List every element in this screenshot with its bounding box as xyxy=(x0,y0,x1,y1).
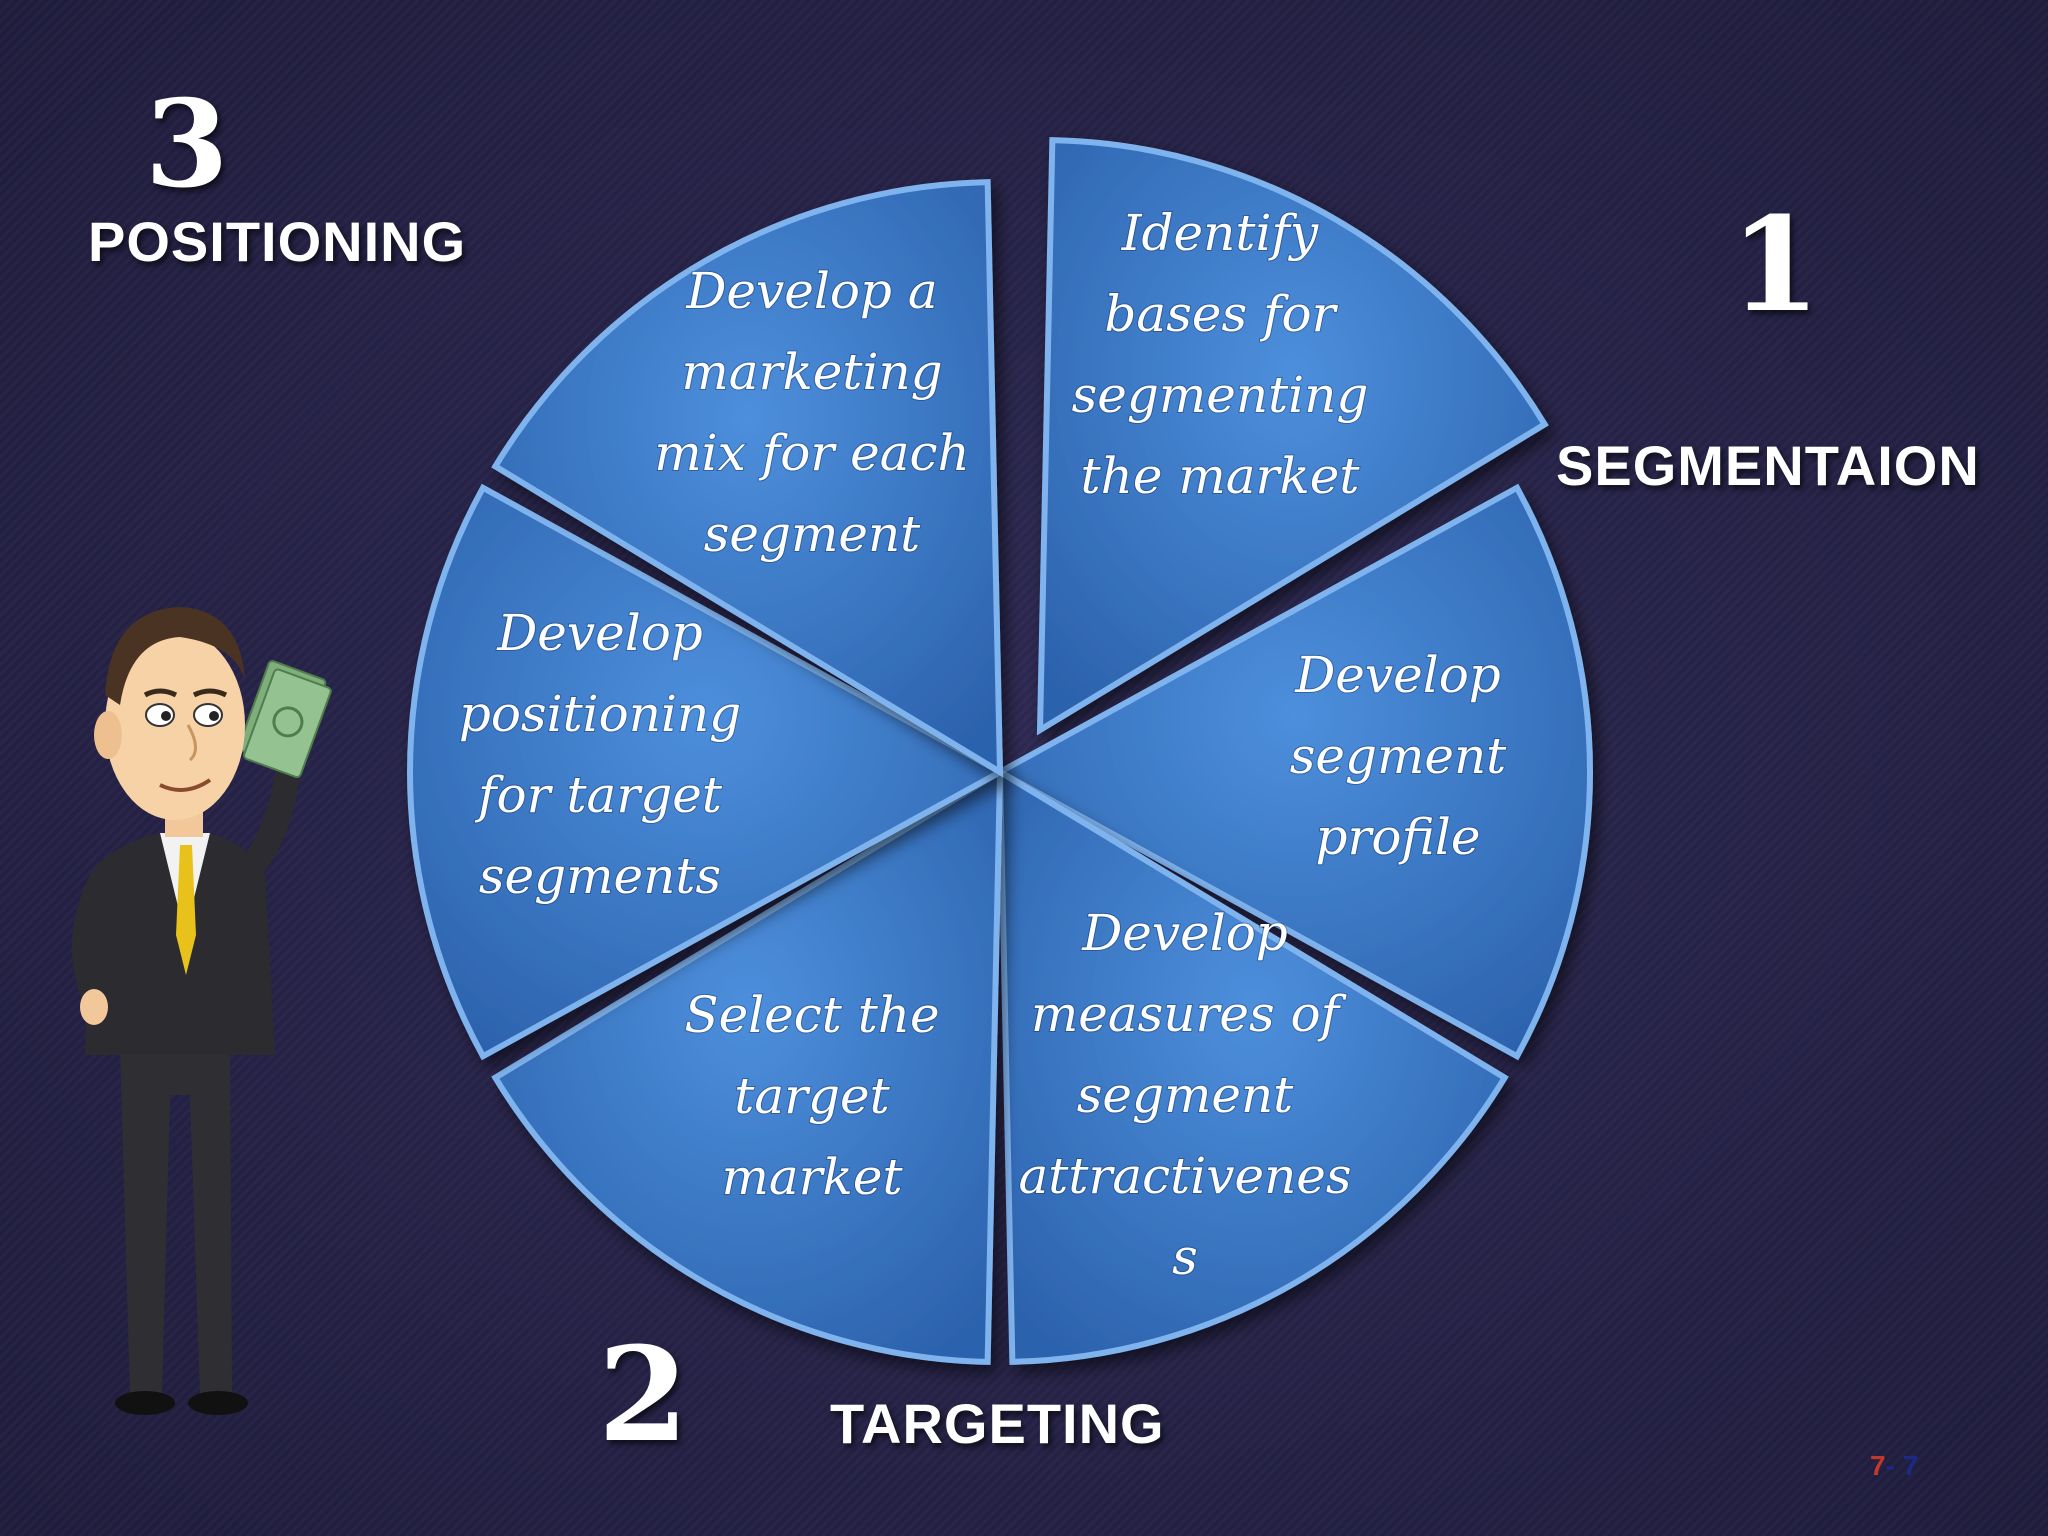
slice-text-line: for target xyxy=(474,766,723,824)
slice-text-line: Develop xyxy=(1294,646,1501,704)
slice-text-line: Identify xyxy=(1121,204,1319,262)
slice-text-line: Develop a xyxy=(685,262,937,320)
stage-label-positioning: POSITIONING xyxy=(88,210,467,273)
slice-text-line: segments xyxy=(479,847,721,905)
page-separator: - xyxy=(1885,1450,1903,1481)
slice-text-line: marketing xyxy=(681,343,942,401)
slice-text-line: s xyxy=(1172,1228,1198,1286)
pie-slice xyxy=(491,766,1004,1365)
stage-label-segmentation: SEGMENTAION xyxy=(1556,434,1980,497)
pie-slice xyxy=(993,483,1593,1061)
slice-text-line: segmenting xyxy=(1072,366,1369,424)
slice-text-line: segment xyxy=(1290,727,1507,785)
slice-text-line: measures of xyxy=(1031,985,1347,1043)
businessman-holding-cash-icon xyxy=(72,607,332,1415)
slice-text-line: bases for xyxy=(1104,285,1338,343)
stage-number-positioning: 3 xyxy=(145,74,229,215)
slice-text-line: attractivenes xyxy=(1018,1147,1351,1205)
slice-text-line: Develop xyxy=(1081,904,1288,962)
slice-text-line: segment xyxy=(704,505,921,563)
slice-text-line: target xyxy=(734,1067,890,1125)
pie-slice xyxy=(1036,137,1549,736)
slice-text-line: mix for each xyxy=(654,424,970,482)
page-number: 7- 7 xyxy=(1870,1450,1918,1482)
slice-text-line: profile xyxy=(1316,808,1481,866)
slice-text-line: the market xyxy=(1081,447,1361,505)
pie-slice xyxy=(407,483,1007,1061)
slice-text-line: market xyxy=(721,1148,903,1206)
stage-label-targeting: TARGETING xyxy=(830,1392,1165,1455)
pie-slice xyxy=(996,766,1509,1365)
pie-slice xyxy=(491,179,1004,778)
stage-number-segmentation: 1 xyxy=(1730,188,1821,341)
page-total: 7 xyxy=(1902,1450,1919,1481)
stage-number-targeting: 2 xyxy=(598,1318,689,1471)
slice-text-line: positioning xyxy=(459,685,741,743)
slice-text-line: Develop xyxy=(496,604,703,662)
slice-text-line: segment xyxy=(1077,1066,1294,1124)
page-current: 7 xyxy=(1870,1450,1886,1481)
slice-text-line: Select the xyxy=(684,986,939,1044)
